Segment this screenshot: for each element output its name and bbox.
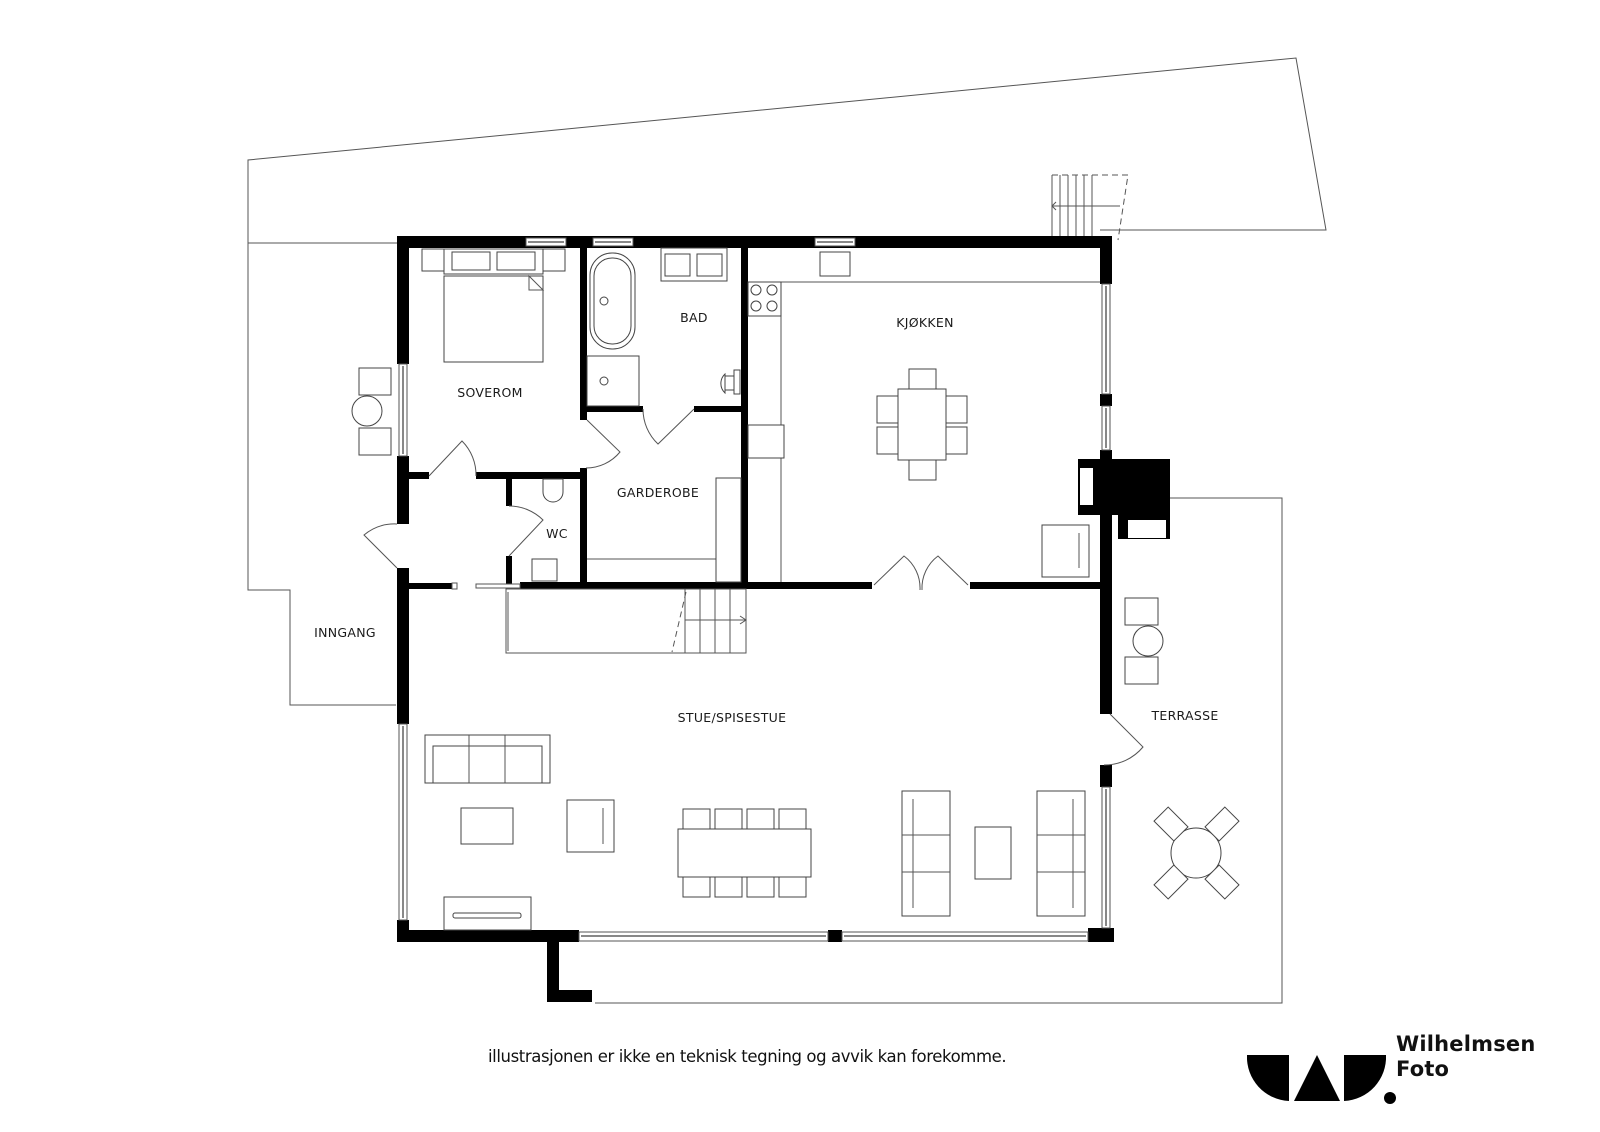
disclaimer-text: illustrasjonen er ikke en teknisk tegnin… xyxy=(488,1047,1007,1066)
windows xyxy=(398,237,1111,942)
brand-line-1: Wilhelmsen xyxy=(1396,1032,1536,1056)
exterior-stairs-top xyxy=(1051,174,1129,241)
brand-line-2: Foto xyxy=(1396,1057,1450,1081)
room-label-stue: STUE/SPISESTUE xyxy=(678,710,787,725)
site-outline xyxy=(247,57,1327,1004)
room-label-terrasse: TERRASSE xyxy=(1150,708,1218,723)
room-label-garderobe: GARDEROBE xyxy=(617,485,699,500)
room-label-wc: WC xyxy=(546,526,568,541)
room-label-kjokken: KJØKKEN xyxy=(896,315,953,330)
room-label-bad: BAD xyxy=(680,310,708,325)
terrace-table xyxy=(1153,806,1240,900)
interior-stairs xyxy=(505,588,747,654)
brand-name: Wilhelmsen Foto xyxy=(1396,1032,1536,1082)
room-labels: SOVEROM BAD KJØKKEN GARDEROBE WC INNGANG… xyxy=(314,310,1218,725)
room-label-soverom: SOVEROM xyxy=(457,385,522,400)
furniture xyxy=(351,247,1240,931)
doors xyxy=(363,408,1144,766)
room-label-inngang: INNGANG xyxy=(314,625,376,640)
walls xyxy=(397,236,1170,1002)
wilhelmsen-logo-icon xyxy=(1247,1055,1396,1104)
